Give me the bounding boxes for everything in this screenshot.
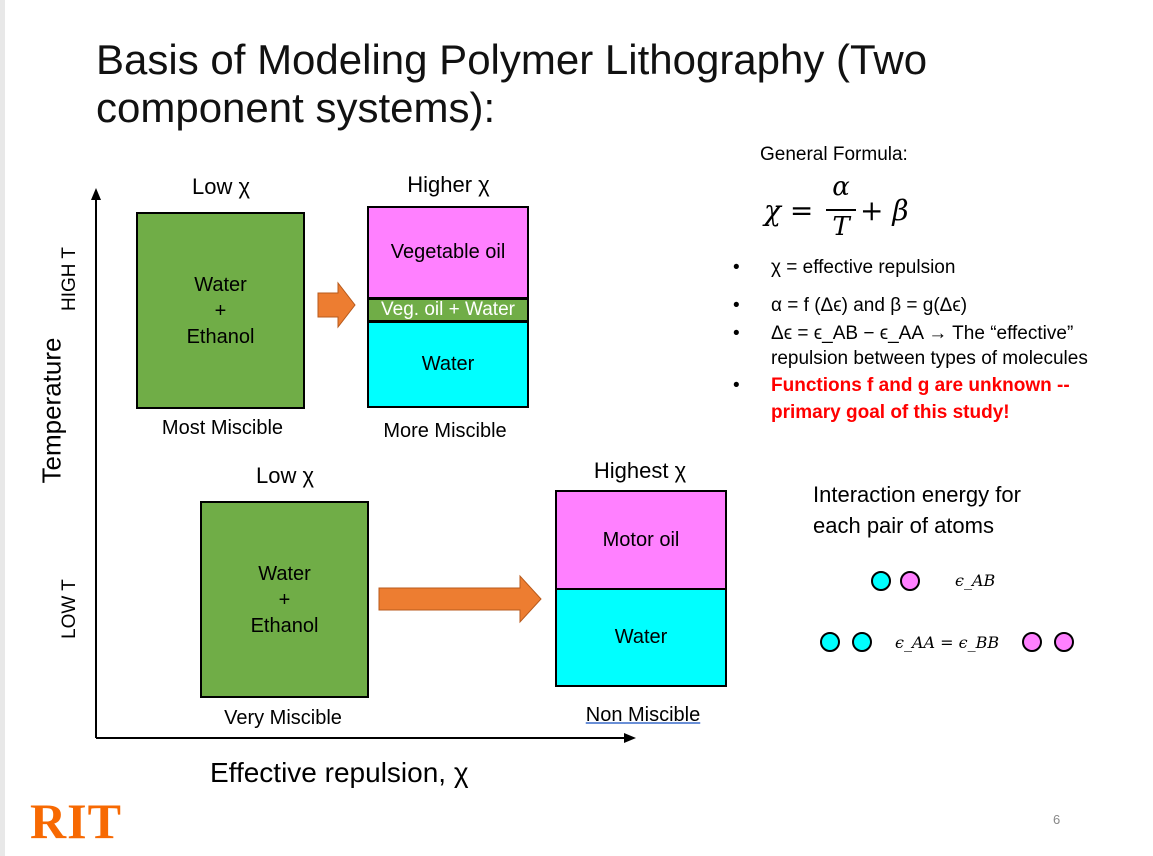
formula: χ = α T + β (764, 172, 964, 244)
bullet-dot: • (733, 375, 740, 396)
interaction-heading-line-2: each pair of atoms (813, 513, 994, 538)
orange-arrow-bottom (378, 574, 542, 624)
top-right-box: Vegetable oil Veg. oil + Water Water (367, 206, 529, 408)
atom-b-circle (900, 571, 920, 591)
x-axis-arrowhead (624, 733, 636, 743)
bottom-right-top-layer: Motor oil (555, 490, 727, 590)
bottom-left-line-2: + (278, 588, 291, 611)
top-right-caption: More Miscible (383, 420, 507, 442)
bullet-4-text: Functions f and g are unknown -- (771, 375, 1070, 396)
formula-heading: General Formula: (760, 144, 908, 165)
atom-a-circle (871, 571, 891, 591)
formula-denominator: T (832, 212, 850, 242)
rit-logo: RIT (30, 793, 122, 849)
top-left-caption: Most Miscible (161, 417, 284, 439)
formula-rhs: + β (860, 194, 909, 227)
low-t-wrap: LOW T (50, 560, 90, 660)
top-left-box: Water + Ethanol (136, 212, 305, 409)
bullet-2-text: α = f (Δϵ) and β = g(Δϵ) (771, 295, 968, 316)
atom-b-circle (1022, 632, 1042, 652)
pair-ab-label: ϵ_AB (955, 571, 996, 590)
slide-edge (0, 0, 5, 856)
top-right-heading: Higher χ (407, 172, 490, 197)
atom-a-circle (820, 632, 840, 652)
bullet-3-text: Δϵ = ϵ_AB − ϵ_AA → The “effective” (771, 323, 1074, 344)
y-axis-label: Temperature (36, 337, 67, 484)
bullet-dot: • (733, 257, 740, 278)
x-axis-label: Effective repulsion, χ (210, 757, 469, 788)
page-number: 6 (1053, 812, 1061, 827)
formula-fraction-bar (826, 209, 856, 211)
bottom-left-caption: Very Miscible (224, 707, 342, 729)
pair-aa-bb-label: ϵ_AA = ϵ_BB (895, 633, 1000, 652)
bullet-dot: • (733, 323, 740, 344)
bullet-dot: • (733, 295, 740, 316)
top-left-heading: Low χ (191, 174, 251, 199)
bottom-left-heading: Low χ (255, 463, 315, 488)
bottom-right-bottom-layer: Water (555, 588, 727, 687)
bottom-left-line-3: Ethanol (250, 614, 319, 637)
interaction-heading-line-1: Interaction energy for (813, 482, 1021, 507)
bottom-left-line-1: Water (258, 562, 311, 585)
orange-arrow-top (317, 281, 356, 329)
formula-lhs: χ = (764, 194, 814, 227)
bottom-right-caption: Non Miscible (585, 704, 701, 726)
high-t-label: HIGH T (59, 246, 80, 312)
slide-title: Basis of Modeling Polymer Lithography (T… (96, 36, 928, 131)
y-axis-arrowhead (91, 188, 101, 200)
bottom-left-box: Water + Ethanol (200, 501, 369, 698)
top-left-line-3: Ethanol (186, 325, 255, 348)
bullet-4-continuation: primary goal of this study! (771, 402, 1010, 423)
y-axis-label-wrap: Temperature (37, 300, 67, 520)
bullet-1-text: χ = effective repulsion (771, 257, 956, 278)
low-t-label: LOW T (59, 579, 80, 639)
top-left-line-1: Water (194, 273, 247, 296)
top-left-line-2: + (214, 299, 227, 322)
top-right-bottom-layer: Water (367, 321, 529, 408)
formula-numerator: α (832, 172, 850, 202)
bottom-right-box: Motor oil Water (555, 490, 727, 687)
atom-b-circle (1054, 632, 1074, 652)
high-t-wrap: HIGH T (50, 230, 90, 330)
top-right-middle-layer: Veg. oil + Water (367, 298, 529, 322)
top-right-top-layer: Vegetable oil (367, 206, 529, 299)
interaction-heading: Interaction energy for each pair of atom… (813, 479, 1021, 541)
bullet-3-continuation: repulsion between types of molecules (771, 348, 1088, 369)
bottom-right-heading: Highest χ (593, 458, 687, 483)
atom-a-circle (852, 632, 872, 652)
